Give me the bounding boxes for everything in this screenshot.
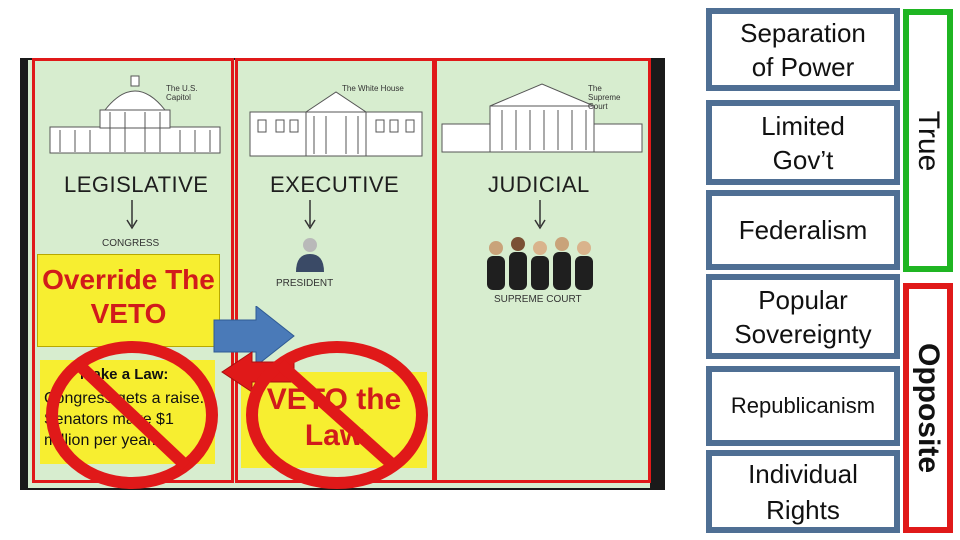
concept-line: Republicanism [730, 393, 876, 418]
concept-line: Federalism [738, 214, 868, 245]
supreme-court-icon [441, 83, 643, 153]
legislative-title: LEGISLATIVE [64, 172, 209, 197]
concept-line: Separation [740, 17, 866, 48]
executive-title: EXECUTIVE [270, 172, 400, 197]
down-arrow-icon [126, 200, 138, 230]
capitol-icon [49, 75, 221, 154]
no-sign-icon [246, 341, 428, 489]
concept-line: Individual [748, 458, 858, 489]
white-house-icon [249, 91, 423, 157]
down-arrow-icon [534, 200, 546, 230]
congress-label: CONGRESS [102, 238, 160, 249]
president-label: PRESIDENT [276, 278, 334, 289]
override-veto-box: Override The VETO [37, 254, 220, 347]
concept-federalism: Federalism [706, 190, 900, 270]
concept-republicanism: Republicanism [706, 366, 900, 446]
judicial-column [434, 58, 651, 483]
concept-line: Limited [761, 110, 845, 141]
supreme-court-caption: The Supreme Court [588, 84, 621, 111]
president-icon [296, 238, 324, 272]
true-group-box: True [903, 9, 953, 272]
concept-line: Gov’t [772, 144, 834, 175]
veto-law-text: VETO the Law [266, 383, 402, 452]
judicial-title: JUDICIAL [488, 172, 590, 197]
concept-line: Popular [758, 284, 848, 315]
override-veto-text: Override The VETO [42, 264, 215, 329]
concept-line: Rights [766, 494, 840, 525]
supreme-court-label: SUPREME COURT [494, 294, 582, 305]
concept-line: Sovereignty [734, 318, 872, 349]
no-sign-icon [46, 341, 218, 489]
down-arrow-icon [304, 200, 316, 230]
opposite-group-box: Opposite [903, 283, 953, 533]
opposite-label: Opposite [912, 342, 945, 474]
justices-icon [487, 237, 593, 290]
true-label: True [912, 110, 945, 171]
white-house-caption: The White House [342, 84, 404, 93]
capitol-caption: The U.S. Capitol [166, 84, 198, 102]
arrow-right-icon [213, 306, 295, 368]
concept-line: of Power [751, 51, 855, 82]
